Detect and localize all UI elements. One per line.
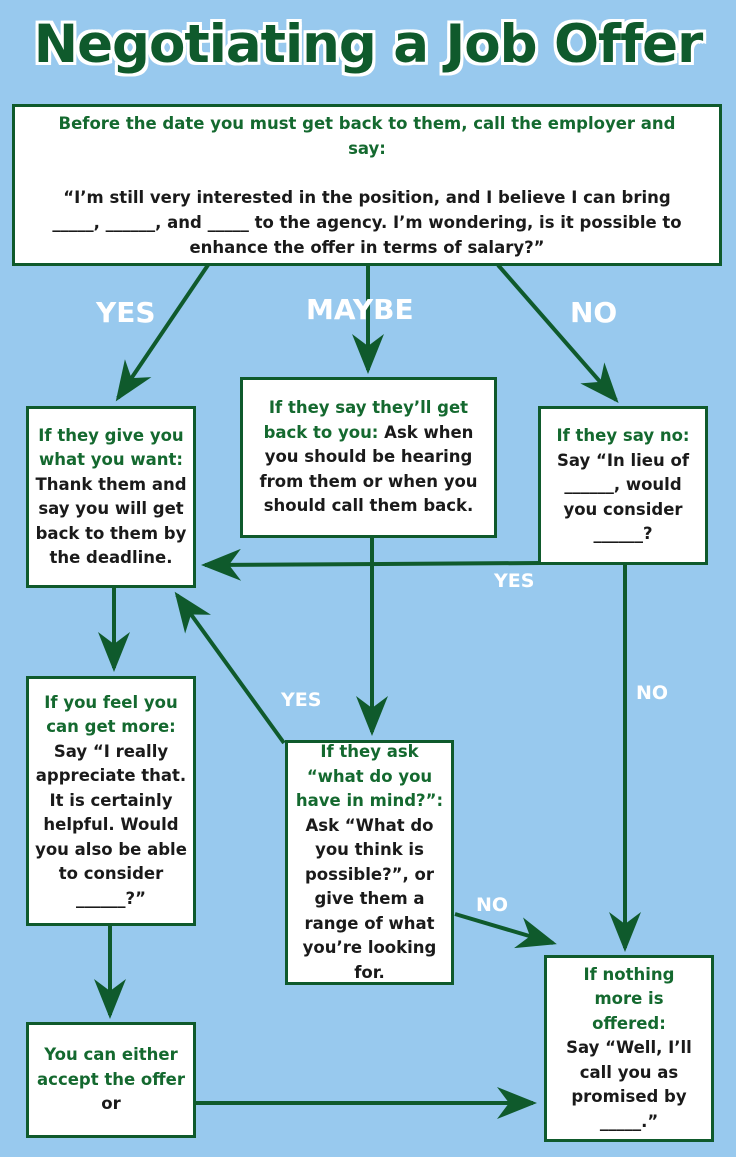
label-yes: YES	[96, 296, 156, 329]
box-give-you-want: If they give you what you want: Thank th…	[26, 406, 196, 588]
arrow-askmind-to-nothing	[454, 912, 557, 949]
top-box-heading: Before the date you must get back to the…	[58, 113, 676, 158]
label-maybe: MAYBE	[306, 293, 414, 326]
label-yes-right: YES	[494, 570, 535, 592]
label-yes-mid: YES	[281, 689, 322, 711]
box-say-no: If they say no: Say “In lieu of ______, …	[538, 406, 708, 565]
box-feel-more: If you feel you can get more: Say “I rea…	[26, 676, 196, 926]
label-no-right: NO	[636, 682, 669, 704]
box-nothing-heading: If nothing more is offered:	[583, 964, 675, 1033]
box-feelmore-body: Say “I really appreciate that. It is cer…	[35, 741, 187, 908]
box-give-body: Thank them and say you will get back to …	[35, 474, 187, 568]
box-ask-mind: If they ask “what do you have in mind?”:…	[285, 740, 454, 985]
top-box: Before the date you must get back to the…	[12, 104, 722, 266]
box-give-heading: If they give you what you want:	[38, 425, 184, 470]
label-no: NO	[570, 296, 618, 329]
arrow-askmind-to-give	[174, 591, 286, 745]
box-askmind-heading: If they ask “what do you have in mind?”:	[295, 742, 444, 810]
box-askmind-body: Ask “What do you think is possible?”, or…	[302, 815, 437, 982]
box-feelmore-heading: If you feel you can get more:	[44, 692, 178, 737]
box-accept-offer: You can either accept the offer or	[26, 1022, 196, 1138]
box-get-back: If they say they’ll get back to you: Ask…	[240, 377, 497, 538]
box-nothing-body: Say “Well, I’ll call you as promised by …	[566, 1038, 692, 1131]
top-box-quote: “I’m still very interested in the positi…	[52, 187, 682, 257]
page-title: Negotiating a Job Offer	[33, 14, 704, 75]
box-sayno-heading: If they say no:	[556, 426, 690, 446]
label-no-mid: NO	[476, 894, 509, 916]
box-nothing-offered: If nothing more is offered: Say “Well, I…	[544, 955, 714, 1142]
box-sayno-body: Say “In lieu of ______, would you consid…	[557, 450, 689, 544]
box-accept-body: You can either accept the offer or	[37, 1045, 185, 1114]
box-getback-body: Ask when you should be hearing from them…	[259, 422, 478, 516]
arrow-top-to-sayno	[496, 263, 619, 404]
arrow-top-to-give	[115, 263, 210, 402]
box-getback-heading: If they say they’ll get back to you:	[263, 398, 469, 442]
